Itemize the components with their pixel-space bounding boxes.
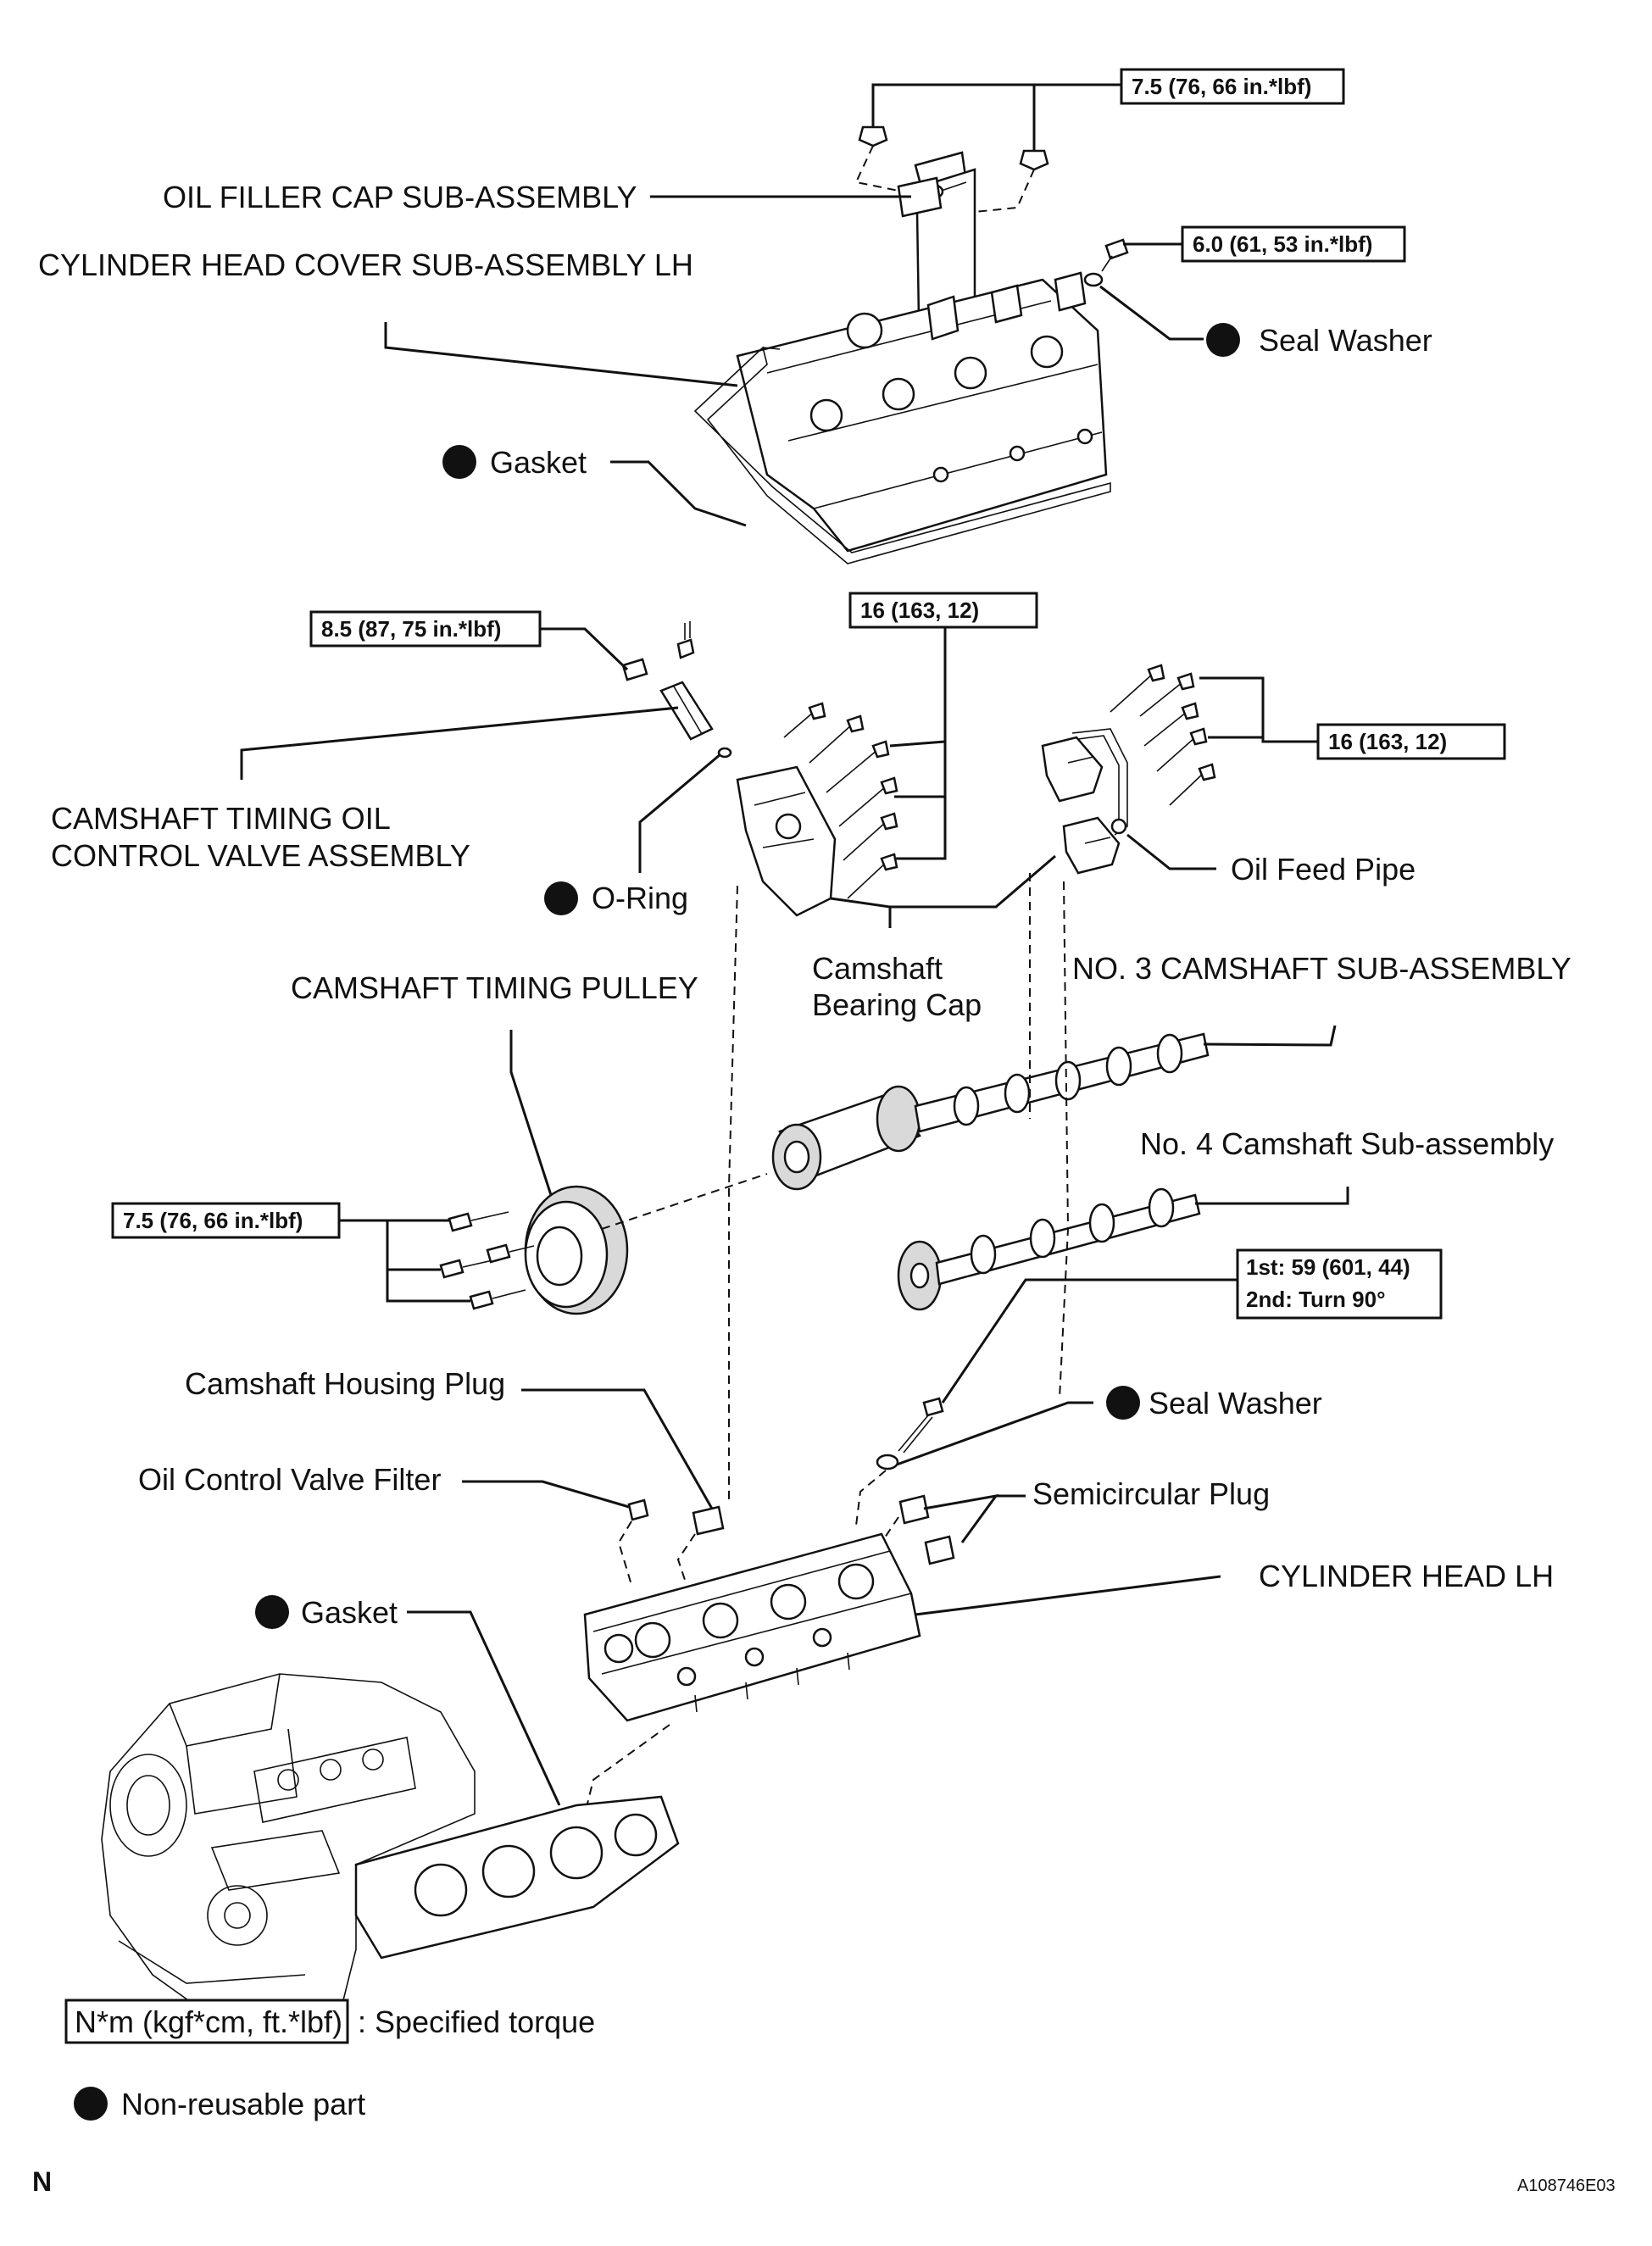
- head-gasket-drawing: [354, 1795, 680, 1960]
- torque-ocv-bolt: 8.5 (87, 75 in.*lbf): [321, 616, 501, 642]
- camshaft-housing-plug-drawing: [692, 1505, 725, 1536]
- legend-non-reusable-text: Non-reusable part: [121, 2087, 365, 2121]
- cap-nut-left: [858, 125, 888, 147]
- torque-box-bearing-cap-front: [848, 592, 1038, 629]
- oil-feed-pipe-drawing: [1071, 728, 1128, 836]
- label-gasket-cover: Gasket: [490, 445, 587, 480]
- label-seal-washer-top: Seal Washer: [1259, 323, 1432, 358]
- pulley-bolts: [439, 1211, 535, 1310]
- no4-camshaft-drawing: [897, 1187, 1349, 1311]
- seal-washer-bottom-drawing: [876, 1454, 899, 1470]
- cylinder-head-cover-drawing: [736, 271, 1108, 553]
- ocv-bolt-drawing: [621, 658, 648, 681]
- legend-torque-box: [64, 1999, 349, 2044]
- cover-gasket-drawing: [693, 346, 1111, 564]
- non-reusable-dot-seal-washer-bottom: [1106, 1386, 1140, 1420]
- torque-head-bolt-2nd: 2nd: Turn 90°: [1246, 1287, 1385, 1312]
- non-reusable-dot-o-ring: [544, 881, 578, 915]
- bearing-cap-rear-bolts: [1110, 664, 1216, 806]
- legend-non-reusable-dot: [74, 2087, 108, 2121]
- label-ocv-line2: CONTROL VALVE ASSEMBLY: [51, 838, 470, 873]
- seal-washer-top-drawing: [1083, 272, 1104, 287]
- no3-camshaft-drawing: [771, 1025, 1337, 1191]
- label-no4-camshaft: No. 4 Camshaft Sub-assembly: [1140, 1126, 1554, 1161]
- o-ring-drawing: [717, 747, 732, 759]
- torque-cap-nuts: 7.5 (76, 66 in.*lbf): [1132, 74, 1311, 99]
- torque-cover-bolt: 6.0 (61, 53 in.*lbf): [1193, 231, 1372, 257]
- cover-bolt-drawing: [1101, 238, 1129, 272]
- head-bolt-drawing: [898, 1397, 944, 1454]
- cylinder-head-lh-drawing: [583, 1532, 921, 1722]
- non-reusable-dot-gasket-head: [255, 1595, 289, 1629]
- label-ocv-line1: CAMSHAFT TIMING OIL: [51, 801, 391, 836]
- label-seal-washer-bottom: Seal Washer: [1149, 1386, 1322, 1420]
- label-cylinder-head-lh: CYLINDER HEAD LH: [1259, 1559, 1554, 1593]
- label-camshaft-timing-pulley: CAMSHAFT TIMING PULLEY: [291, 970, 698, 1005]
- camshaft-timing-pulley-drawing: [524, 1185, 629, 1315]
- torque-box-head-bolt: [1236, 1248, 1443, 1320]
- non-reusable-dot-gasket-cover: [442, 445, 476, 479]
- torque-box-pulley-bolts: [111, 1202, 341, 1239]
- label-bearing-cap-line2: Bearing Cap: [812, 987, 982, 1022]
- label-cylinder-head-cover: CYLINDER HEAD COVER SUB-ASSEMBLY LH: [38, 247, 693, 282]
- torque-box-cover-bolt: [1181, 225, 1406, 263]
- label-semicircular-plug: Semicircular Plug: [1032, 1476, 1270, 1511]
- label-oil-control-valve-filter: Oil Control Valve Filter: [138, 1462, 441, 1497]
- bearing-cap-rear-drawing: [1041, 736, 1121, 875]
- camshaft-timing-ocv-drawing: [659, 621, 714, 741]
- torque-bearing-cap-front: 16 (163, 12): [860, 598, 979, 623]
- bearing-cap-front-drawing: [736, 765, 837, 917]
- label-bearing-cap-line1: Camshaft: [812, 951, 943, 986]
- engine-block-drawing: [101, 1673, 476, 2018]
- footer-left: N: [32, 2166, 52, 2197]
- legend-torque-unit: N*m (kgf*cm, ft.*lbf): [75, 2004, 342, 2039]
- footer-right: A108746E03: [1517, 2177, 1616, 2195]
- oil-control-valve-filter-drawing: [627, 1498, 649, 1521]
- label-oil-filler-cap: OIL FILLER CAP SUB-ASSEMBLY: [163, 180, 637, 214]
- torque-head-bolt-1st: 1st: 59 (601, 44): [1246, 1254, 1410, 1280]
- non-reusable-dot-seal-washer-top: [1206, 323, 1240, 357]
- label-no3-camshaft: NO. 3 CAMSHAFT SUB-ASSEMBLY: [1072, 951, 1571, 986]
- cap-nut-right: [1019, 149, 1049, 171]
- torque-pulley-bolts: 7.5 (76, 66 in.*lbf): [123, 1208, 303, 1233]
- torque-box-cap-nuts: [1120, 68, 1345, 105]
- label-camshaft-housing-plug: Camshaft Housing Plug: [185, 1366, 505, 1401]
- torque-box-bearing-cap-rear: [1316, 723, 1506, 760]
- legend-torque-text: : Specified torque: [358, 2004, 595, 2039]
- label-o-ring: O-Ring: [592, 881, 688, 915]
- label-oil-feed-pipe: Oil Feed Pipe: [1231, 852, 1416, 887]
- label-gasket-head: Gasket: [301, 1595, 398, 1630]
- bearing-cap-front-bolts: [783, 702, 898, 899]
- torque-box-ocv-bolt: [309, 610, 542, 648]
- torque-bearing-cap-rear: 16 (163, 12): [1328, 729, 1447, 754]
- semicircular-plug-drawing: [898, 1494, 955, 1565]
